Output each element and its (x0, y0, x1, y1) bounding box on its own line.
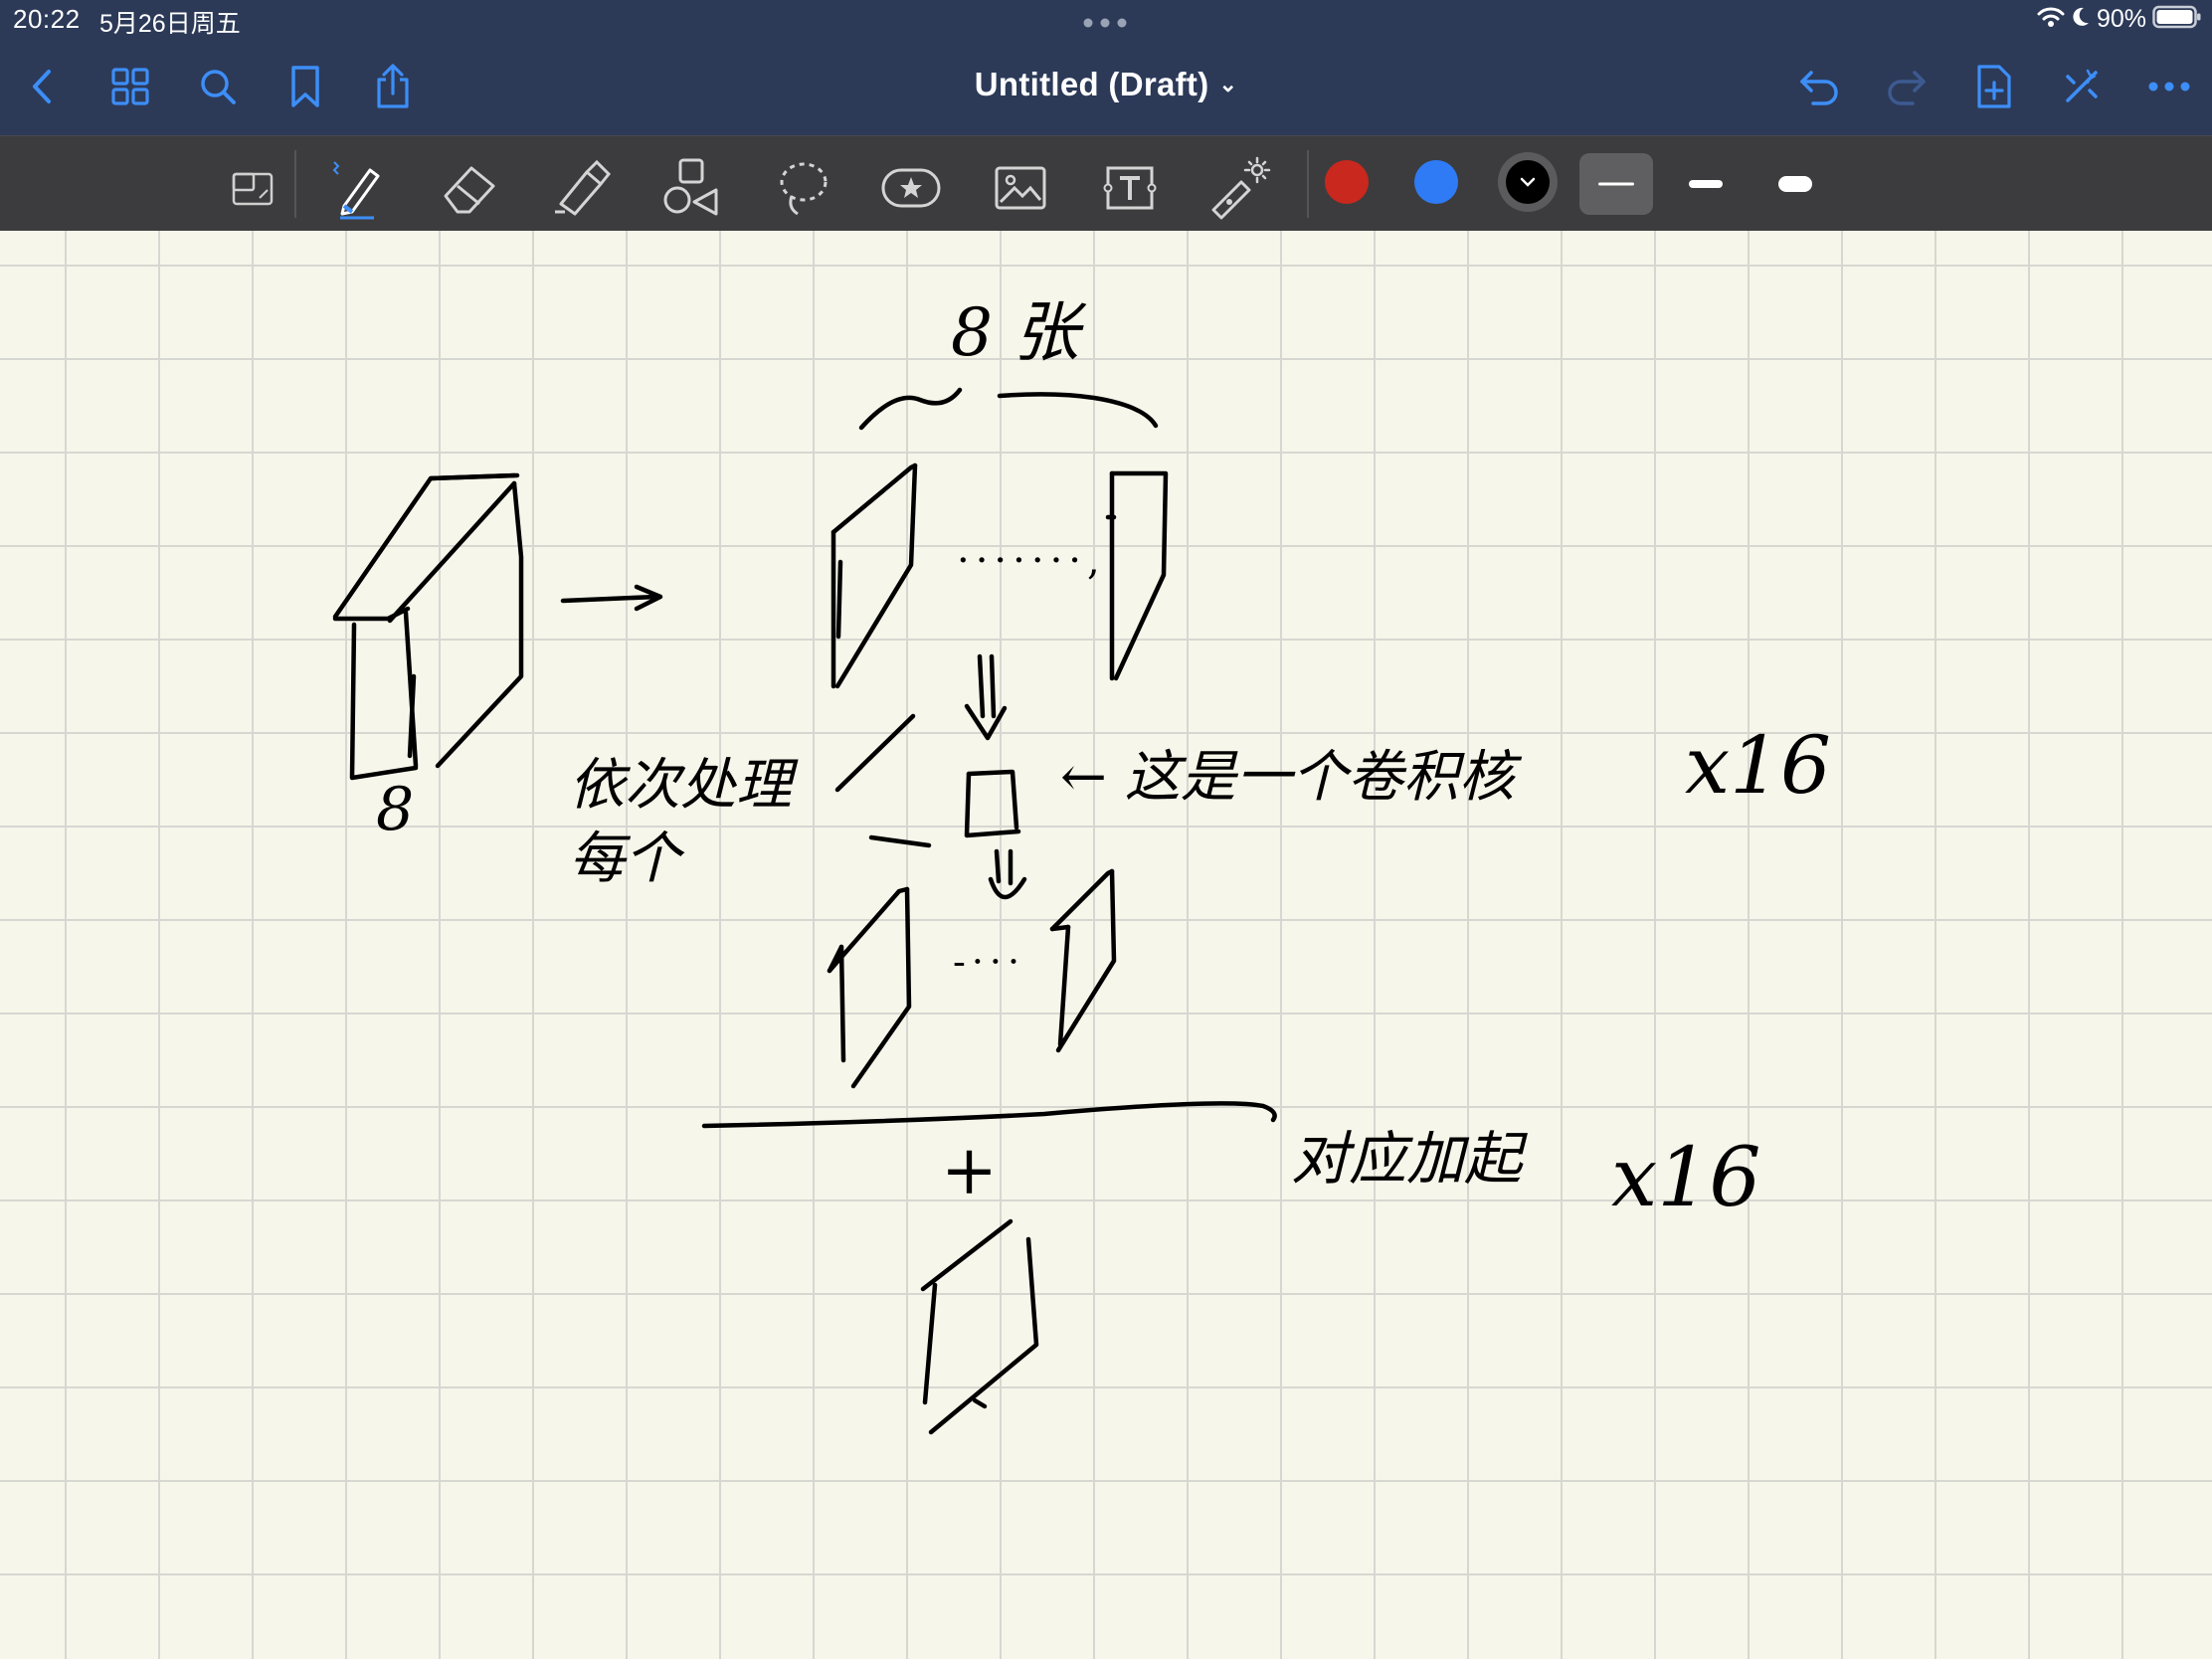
ellipsis-bottom: -··· (953, 940, 1026, 984)
chevron-down-icon (1506, 160, 1550, 204)
color-swatch-red[interactable] (1325, 160, 1369, 204)
redo-icon[interactable] (1882, 62, 1932, 111)
more-icon[interactable] (2144, 62, 2194, 111)
note-canvas[interactable]: 8 张 8 ·······, -··· 依次处理 每个 ← 这是一个卷积核 x1… (0, 231, 2212, 1659)
navigation-bar: Untitled (Draft) ⌄ (0, 40, 2212, 135)
add-page-icon[interactable] (1969, 62, 2019, 111)
double-arrow-down-2 (988, 848, 1027, 900)
double-arrow-down-1 (964, 653, 1008, 741)
note-times-16-bottom: x16 (1611, 1131, 1761, 1225)
share-icon[interactable] (368, 62, 418, 111)
slice-top-right (1105, 470, 1169, 681)
moon-icon (2071, 6, 2091, 33)
bracket-lines (834, 713, 932, 848)
note-times-16-top: x16 (1685, 719, 1831, 812)
eraser-icon[interactable] (438, 158, 501, 218)
chevron-left-icon[interactable] (18, 62, 68, 111)
battery-icon (2152, 5, 2202, 34)
stroke-medium-button[interactable] (1669, 153, 1743, 215)
sum-line (701, 1101, 1277, 1129)
brace (858, 387, 1159, 431)
slice-top-left (830, 462, 918, 689)
note-sum-correspondingly: 对应加起 (1291, 1125, 1523, 1193)
note-kernel: ← 这是一个卷积核 (1060, 745, 1515, 810)
multitasking-dots-icon[interactable] (1082, 16, 1128, 34)
grid-icon[interactable] (105, 62, 155, 111)
stroke-thin-button[interactable] (1579, 153, 1653, 215)
note-process-each-line1: 依次处理 (569, 753, 792, 818)
close-toolbar-icon[interactable] (2057, 62, 2107, 111)
color-swatch-black-selected[interactable] (1498, 152, 1558, 212)
toolbar-toggle-icon[interactable] (221, 158, 284, 218)
stroke-thick-button[interactable] (1758, 153, 1832, 215)
status-bar: 20:22 5月26日周五 90% (0, 0, 2212, 40)
image-icon[interactable] (989, 158, 1052, 218)
tool-bar (0, 135, 2212, 232)
document-title[interactable]: Untitled (Draft) ⌄ (0, 66, 2212, 103)
bookmark-icon[interactable] (280, 62, 330, 111)
text-tool-icon[interactable] (1098, 158, 1162, 218)
toolbar-divider (1307, 150, 1309, 218)
laser-pointer-icon[interactable] (1207, 156, 1271, 220)
battery-percent: 90% (2096, 4, 2146, 33)
wifi-icon (2037, 6, 2065, 33)
lasso-icon[interactable] (772, 158, 835, 218)
slice-result (920, 1218, 1039, 1435)
chevron-down-icon: ⌄ (1218, 72, 1238, 96)
handwritten-ink (332, 387, 1277, 1435)
label-8-sheets: 8 张 (951, 294, 1079, 371)
label-cube-8: 8 (376, 775, 415, 844)
shapes-icon[interactable] (660, 158, 724, 218)
cube-sketch (332, 472, 524, 781)
ellipsis-top: ·······, (957, 538, 1106, 584)
slice-bottom-left (827, 886, 912, 1089)
toolbar-divider (294, 150, 296, 218)
pen-icon[interactable] (328, 158, 392, 220)
color-swatch-blue[interactable] (1414, 160, 1458, 204)
slice-bottom-right (1049, 868, 1117, 1053)
note-process-each-line2: 每个 (569, 827, 680, 891)
status-date: 5月26日周五 (99, 10, 241, 38)
kernel-square (964, 769, 1021, 838)
arrow-right (560, 584, 663, 612)
status-time: 20:22 (13, 4, 81, 34)
highlighter-icon[interactable] (551, 158, 615, 218)
search-icon[interactable] (193, 62, 243, 111)
elements-icon[interactable] (879, 158, 943, 218)
document-title-text: Untitled (Draft) (974, 66, 1209, 102)
undo-icon[interactable] (1794, 62, 1844, 111)
plus-sign: + (941, 1132, 998, 1210)
